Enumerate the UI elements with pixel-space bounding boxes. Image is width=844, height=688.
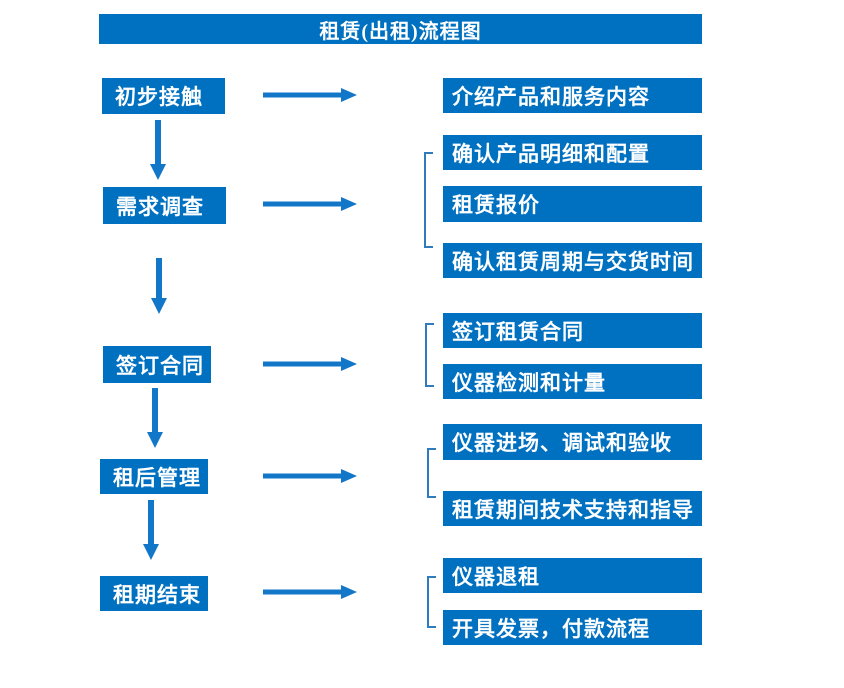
step-box-demand-survey: 需求调查: [103, 187, 226, 224]
down-arrow-icon: [143, 500, 159, 560]
detail-box-rental-quotation: 租赁报价: [443, 186, 702, 222]
down-arrow-icon: [150, 120, 166, 180]
detail-box-invoice-payment: 开具发票，付款流程: [443, 610, 702, 645]
detail-box-instrument-return: 仪器退租: [443, 558, 702, 593]
detail-box-confirm-product-config: 确认产品明细和配置: [443, 135, 702, 170]
group-bracket: [425, 323, 434, 387]
detail-box-instrument-setup: 仪器进场、调试和验收: [443, 424, 702, 460]
step-box-rental-end: 租期结束: [100, 576, 208, 611]
group-bracket: [427, 576, 436, 628]
detail-box-instrument-testing: 仪器检测和计量: [443, 364, 702, 399]
right-arrow-icon: [263, 585, 357, 599]
right-arrow-icon: [263, 357, 357, 371]
detail-box-tech-support: 租赁期间技术支持和指导: [443, 491, 702, 526]
right-arrow-icon: [263, 88, 357, 102]
right-arrow-icon: [263, 197, 357, 211]
step-box-initial-contact: 初步接触: [102, 78, 225, 114]
group-bracket: [424, 152, 433, 248]
group-bracket: [427, 448, 436, 498]
detail-box-confirm-rental-period: 确认租赁周期与交货时间: [443, 243, 702, 278]
step-box-sign-contract: 签订合同: [103, 346, 211, 383]
detail-box-introduce-products: 介绍产品和服务内容: [443, 78, 702, 113]
down-arrow-icon: [147, 388, 163, 448]
step-box-post-rental-management: 租后管理: [100, 459, 208, 494]
detail-box-sign-rental-contract: 签订租赁合同: [443, 313, 702, 348]
flowchart-title: 租赁(出租)流程图: [99, 14, 702, 44]
down-arrow-icon: [151, 258, 167, 314]
right-arrow-icon: [263, 469, 357, 483]
